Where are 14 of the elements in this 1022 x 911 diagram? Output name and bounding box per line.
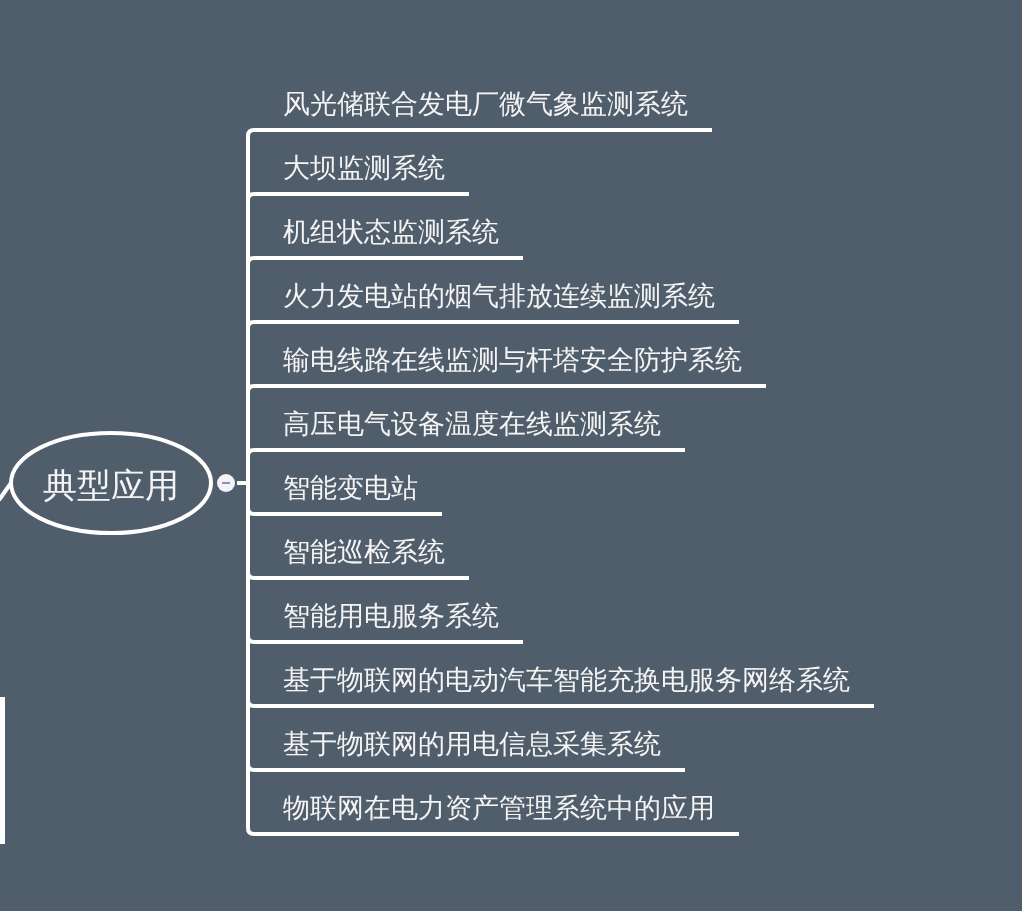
subtopic-label: 风光储联合发电厂微气象监测系统 [254, 86, 712, 132]
topic-label: 典型应用 [43, 465, 179, 505]
connector-line [0, 481, 13, 502]
subtopic-label: 基于物联网的用电信息采集系统 [254, 726, 685, 772]
subtopic-label: 物联网在电力资产管理系统中的应用 [254, 790, 739, 836]
subtopic-label: 高压电气设备温度在线监测系统 [254, 406, 685, 452]
subtopic-label: 火力发电站的烟气排放连续监测系统 [254, 278, 739, 324]
subtopic-label: 智能巡检系统 [254, 534, 469, 580]
subtopic-label: 大坝监测系统 [254, 150, 469, 196]
subtopic-label: 智能用电服务系统 [254, 598, 523, 644]
subtopic-label: 机组状态监测系统 [254, 214, 523, 260]
subtopic-label: 基于物联网的电动汽车智能充换电服务网络系统 [254, 662, 874, 708]
subtopic-label: 智能变电站 [254, 470, 442, 516]
subtopic-label: 输电线路在线监测与杆塔安全防护系统 [254, 342, 766, 388]
